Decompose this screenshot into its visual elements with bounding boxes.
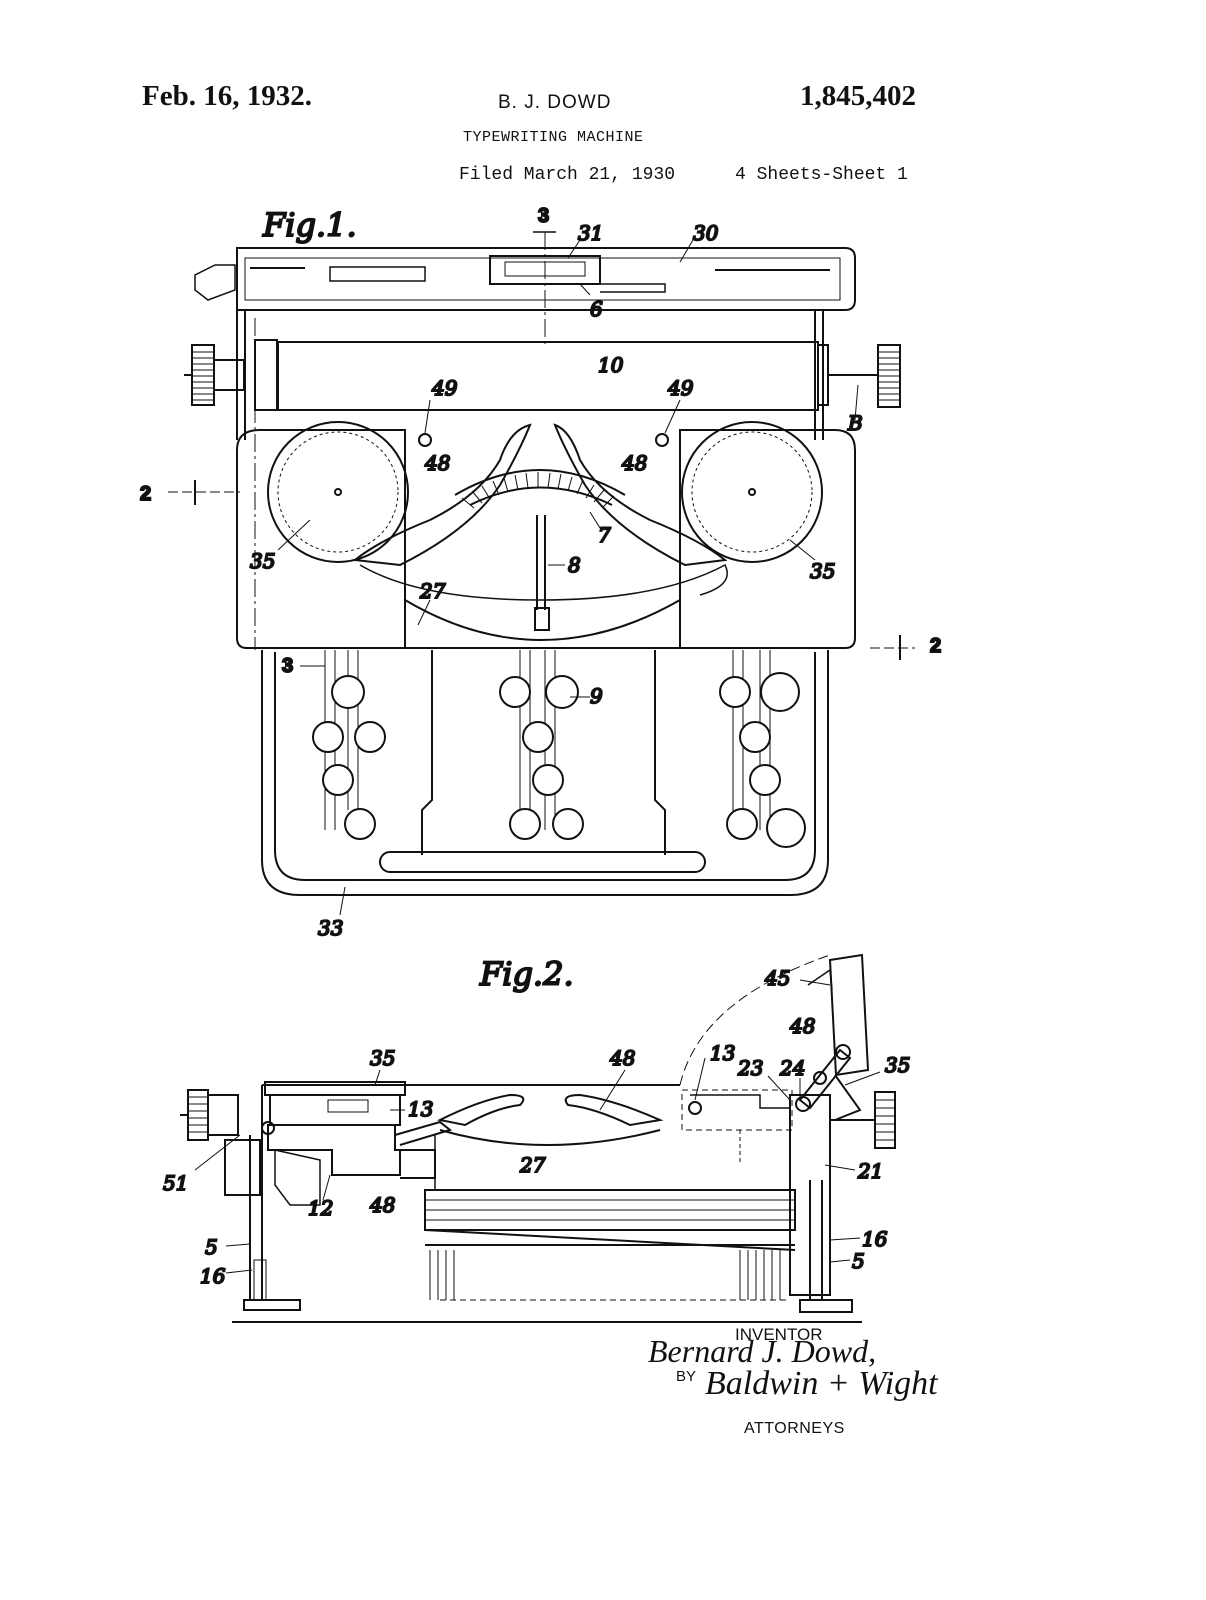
label-27-fig2: 27 [519,1153,546,1177]
label-21: 21 [857,1159,883,1183]
patent-date: Feb. 16, 1932. [142,80,312,112]
filed-date: Filed March 21, 1930 [459,165,676,185]
label-51: 51 [163,1171,188,1195]
label-49-right: 49 [667,376,694,400]
label-10: 10 [598,353,624,377]
by-label: BY [676,1368,697,1385]
fig1-drawing [168,232,915,915]
label-24: 24 [779,1056,805,1080]
label-35-right-fig2: 35 [885,1053,910,1077]
label-8: 8 [568,553,581,577]
fig2-caption: Fig.2. [479,955,574,993]
label-48-mid: 48 [609,1046,635,1070]
label-48-right: 48 [621,451,647,475]
label-2-right: 2 [930,635,941,657]
inventor-header: B. J. DOWD [498,92,612,113]
patent-title: TYPEWRITING MACHINE [463,129,644,146]
fig2-drawing [180,955,895,1322]
label-13-left: 13 [408,1097,433,1121]
label-27: 27 [419,579,446,603]
label-2-left: 2 [140,483,151,505]
label-B: B [847,411,863,435]
label-48-left: 48 [424,451,450,475]
inventor-name: Bernard J. Dowd, [648,1333,877,1369]
label-16-right: 16 [862,1227,888,1251]
label-16-left: 16 [200,1264,226,1288]
fig1-caption: Fig.1. [262,206,357,244]
label-9: 9 [590,684,603,708]
fig1-labels: Fig.1. 3 31 30 6 10 49 49 B 48 48 2 7 35… [139,204,942,941]
label-12: 12 [308,1196,333,1220]
label-3-left: 3 [282,655,293,677]
label-5-right: 5 [852,1249,865,1273]
label-7: 7 [598,523,611,547]
label-30: 30 [693,221,719,245]
label-48-low: 48 [369,1193,395,1217]
label-35-right: 35 [810,559,835,583]
attorney-signature: Baldwin + Wight [705,1365,938,1402]
label-33: 33 [318,916,343,940]
sheet-info: 4 Sheets-Sheet 1 [735,165,908,185]
label-3-top: 3 [538,205,549,227]
inventor-label: INVENTOR [735,1325,823,1344]
label-13-right: 13 [710,1041,735,1065]
attorneys-label: ATTORNEYS [744,1420,845,1437]
label-35-left-fig2: 35 [370,1046,395,1070]
label-31: 31 [578,221,603,245]
label-6: 6 [590,297,603,321]
label-23: 23 [737,1056,763,1080]
label-48-top: 48 [789,1014,815,1038]
label-45: 45 [764,966,790,990]
label-35-left: 35 [250,549,275,573]
patent-number: 1,845,402 [800,80,916,112]
fig2-labels: Fig.2. 45 48 35 48 13 23 24 35 13 27 21 … [162,954,911,1289]
label-49-left: 49 [431,376,458,400]
label-5-left: 5 [205,1235,218,1259]
